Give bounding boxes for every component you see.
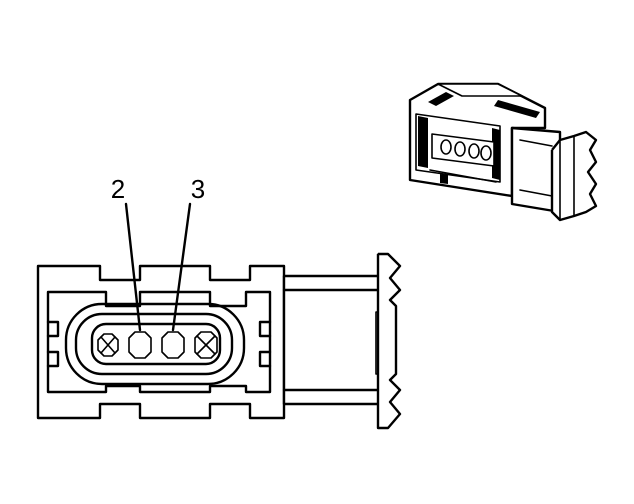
iso-carrier-rib-2 bbox=[519, 189, 553, 197]
iso-carrier-rib-1 bbox=[519, 139, 553, 147]
iso-inner-shadow-right bbox=[492, 128, 500, 180]
callout-2-label: 2 bbox=[111, 174, 125, 204]
connector-front-view bbox=[36, 252, 402, 430]
cavity-1 bbox=[97, 333, 119, 357]
left-clip-lower bbox=[46, 350, 60, 368]
iso-lower-ledge bbox=[429, 169, 497, 183]
terminal-insert bbox=[90, 322, 222, 366]
iso-lower-tab bbox=[440, 174, 448, 184]
callout-3-leader bbox=[171, 202, 192, 332]
callout-2: 2 bbox=[111, 174, 142, 332]
iso-pin-4 bbox=[480, 145, 492, 161]
callout-2-leader bbox=[124, 202, 142, 332]
left-clip-upper bbox=[46, 320, 60, 338]
iso-pin-2 bbox=[454, 141, 466, 157]
iso-pin-3 bbox=[468, 143, 480, 159]
iso-top-slot bbox=[494, 100, 540, 118]
lock-arm-serrated-grip bbox=[376, 252, 402, 430]
cavity-3 bbox=[161, 331, 185, 359]
iso-inner-shadow-left bbox=[418, 116, 428, 168]
cavity-1-plug-mark-2 bbox=[100, 336, 116, 354]
seal-ring-inner bbox=[74, 312, 234, 376]
cavity-4 bbox=[194, 331, 218, 359]
iso-pin-1 bbox=[440, 139, 452, 155]
right-clip-upper bbox=[258, 320, 272, 338]
seal-ring-outer bbox=[64, 302, 246, 386]
cavity-3-outline bbox=[161, 331, 185, 359]
lock-arm-body bbox=[282, 274, 384, 406]
iso-top-face bbox=[437, 83, 523, 97]
right-clip-lower bbox=[258, 350, 272, 368]
iso-latch-notch bbox=[428, 92, 454, 106]
housing-inner-frame bbox=[46, 290, 272, 394]
connector-isometric-view bbox=[408, 82, 598, 222]
cavity-2 bbox=[128, 331, 152, 359]
cavity-4-plug-mark-2 bbox=[196, 335, 216, 355]
cavity-2-outline bbox=[128, 331, 152, 359]
callout-3: 3 bbox=[171, 174, 205, 332]
callout-3-label: 3 bbox=[191, 174, 205, 204]
